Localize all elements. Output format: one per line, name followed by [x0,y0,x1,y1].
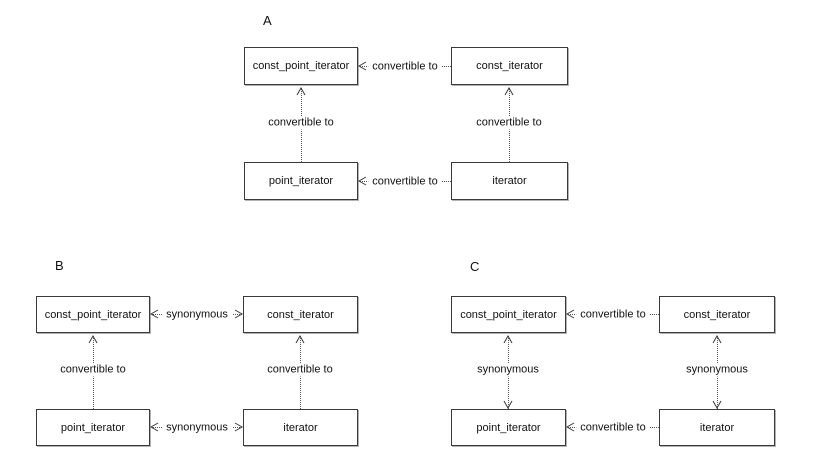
box-label: const_point_iterator [252,60,350,72]
arrow-right-icon [234,422,243,432]
a-edge-top-label: convertible to [368,60,442,74]
b-edge-right-label: convertible to [263,363,337,377]
b-edge-left-label: convertible to [56,363,130,377]
arrow-up-icon [88,335,98,344]
arrow-down-icon [712,400,722,409]
box-label: const_iterator [476,60,543,72]
diagram-b-label: B [55,258,64,273]
b-edge-top-label: synonymous [162,308,232,322]
c-box-const-iterator: const_iterator [659,296,775,333]
arrow-left-icon [358,176,367,186]
arrow-left-icon [150,309,159,319]
b-box-const-point-iterator: const_point_iterator [36,296,150,333]
box-label: iterator [699,421,735,434]
box-label: point_iterator [476,421,541,434]
arrow-right-icon [234,309,243,319]
arrow-up-icon [504,87,514,96]
a-edge-right-label: convertible to [472,116,546,130]
arrow-left-icon [566,422,575,432]
c-edge-top-label: convertible to [576,308,650,322]
arrow-up-icon [712,335,722,344]
box-label: const_iterator [683,308,751,321]
c-edge-left-label: synonymous [473,363,543,377]
c-edge-bottom-label: convertible to [576,421,650,435]
b-edge-bottom-label: synonymous [162,421,232,435]
c-box-iterator: iterator [659,409,775,446]
box-label: iterator [283,421,318,434]
diagram-c-label: C [470,259,480,274]
arrow-left-icon [358,61,367,71]
a-edge-left-label: convertible to [264,116,338,130]
arrow-left-icon [150,422,159,432]
c-edge-right-label: synonymous [682,363,752,377]
c-box-const-point-iterator: const_point_iterator [451,296,566,333]
a-box-const-iterator: const_iterator [451,47,568,85]
box-label: iterator [492,175,527,187]
box-label: point_iterator [60,421,126,434]
a-box-iterator: iterator [451,162,568,200]
arrow-down-icon [503,400,513,409]
a-edge-bottom-label: convertible to [368,175,442,189]
b-box-const-iterator: const_iterator [243,296,358,333]
arrow-left-icon [566,309,575,319]
diagram-a-label: A [263,13,272,28]
arrow-up-icon [503,335,513,344]
box-label: const_point_iterator [460,308,557,321]
b-box-point-iterator: point_iterator [36,409,150,446]
box-label: point_iterator [268,175,334,187]
c-box-point-iterator: point_iterator [451,409,566,446]
box-label: const_iterator [267,308,334,321]
a-box-point-iterator: point_iterator [244,162,358,200]
box-label: const_point_iterator [44,308,142,321]
arrow-up-icon [296,87,306,96]
a-box-const-point-iterator: const_point_iterator [244,47,358,85]
b-box-iterator: iterator [243,409,358,446]
arrow-up-icon [295,335,305,344]
